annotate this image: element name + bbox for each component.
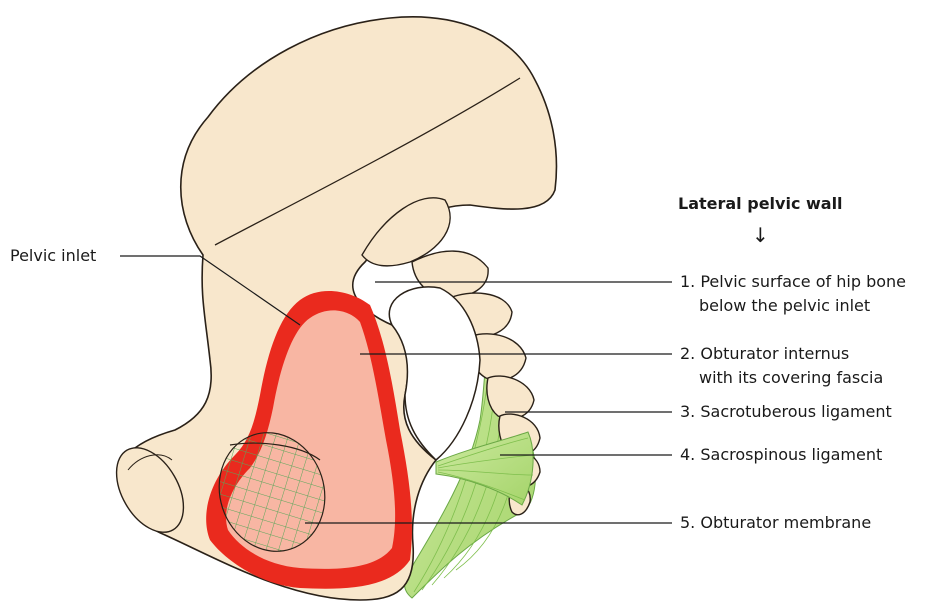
label-2-line1: 2. Obturator internus [680,343,849,365]
heading-lateral-pelvic-wall: Lateral pelvic wall [678,193,843,215]
label-5: 5. Obturator membrane [680,512,871,534]
label-pelvic-inlet: Pelvic inlet [10,245,96,267]
label-3: 3. Sacrotuberous ligament [680,401,892,423]
label-1-line2: below the pelvic inlet [699,295,870,317]
label-2-line2: with its covering fascia [699,367,883,389]
label-4: 4. Sacrospinous ligament [680,444,882,466]
label-1-line1: 1. Pelvic surface of hip bone [680,271,906,293]
down-arrow-icon: ↓ [752,225,769,245]
